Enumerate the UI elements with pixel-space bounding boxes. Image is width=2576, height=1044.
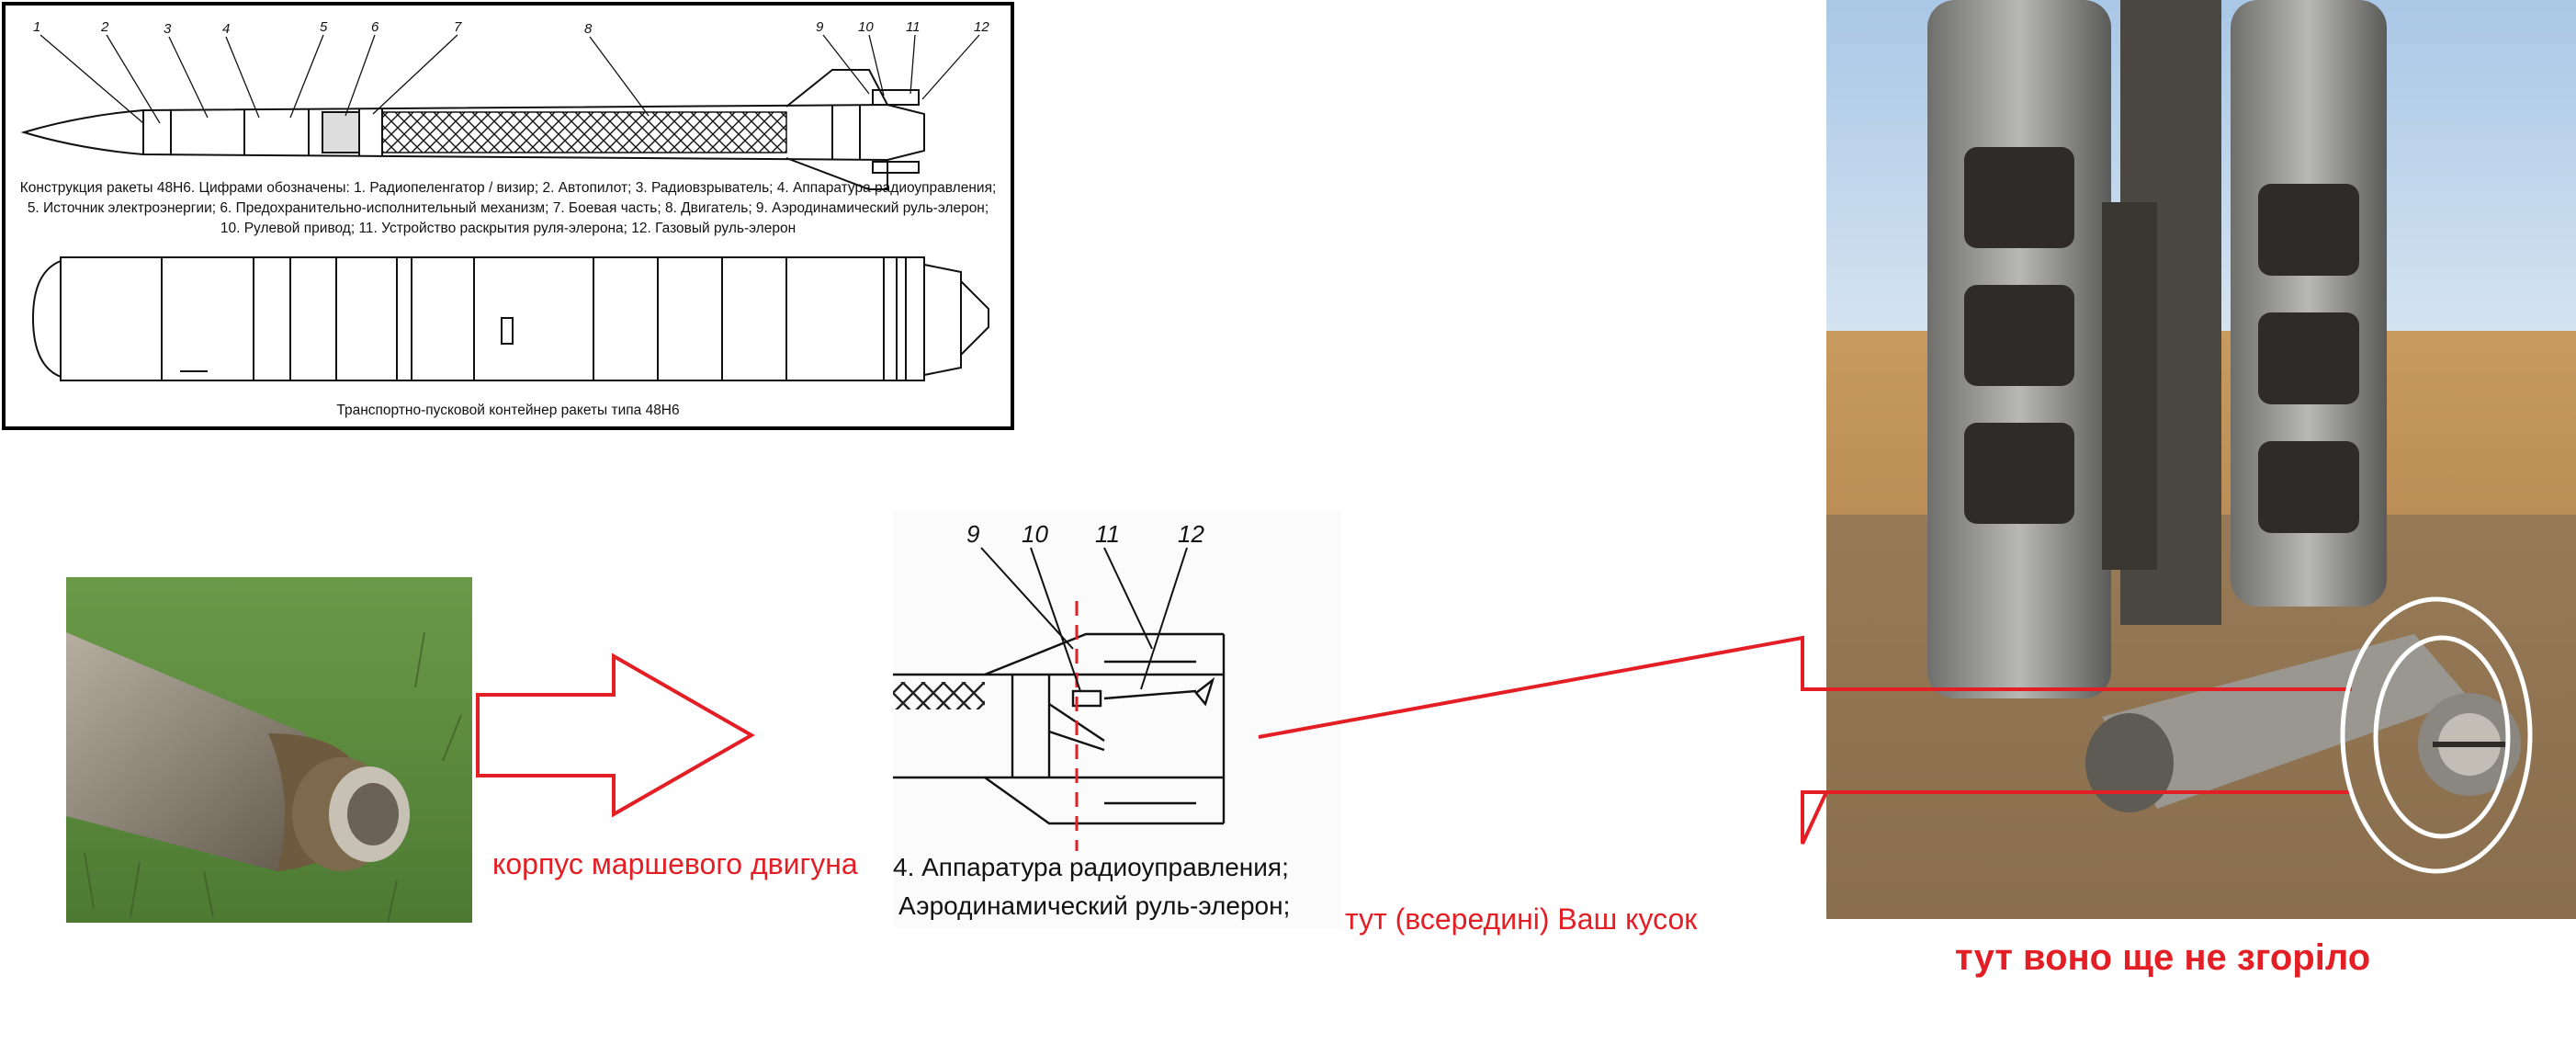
schematic-caption: Конструкция ракеты 48Н6. Цифрами обознач… [15, 178, 1001, 239]
missile-drawings: 1 2 3 4 5 6 7 8 9 10 11 12 [20, 19, 989, 381]
launcher-photo [1826, 0, 2576, 919]
engine-casing-label: корпус маршевого двигуна [492, 847, 858, 880]
part-number-5: 5 [320, 19, 328, 35]
part-number-8: 8 [584, 21, 593, 37]
part-number-7: 7 [454, 19, 462, 35]
inside-piece-label: тут (всередині) Ваш кусок [1345, 902, 1698, 936]
zoomed-tail-image: 9 10 11 12 [893, 520, 1226, 851]
part-number-12: 12 [974, 19, 989, 35]
arrow-right [476, 652, 756, 818]
zoom-part-12: 12 [1178, 520, 1204, 548]
part-number-3: 3 [164, 21, 172, 37]
zoom-part-10: 10 [1022, 520, 1048, 548]
engine-casing-image [66, 577, 472, 923]
caption-line-2: 5. Источник электроэнергии; 6. Предохран… [27, 200, 989, 216]
container-caption: Транспортно-пусковой контейнер ракеты ти… [336, 403, 680, 418]
engine-casing-photo [66, 577, 472, 923]
part-number-10: 10 [858, 19, 874, 35]
zoomed-tail-drawing: 9 10 11 12 4. Аппаратура радиоуправления… [893, 511, 1341, 928]
caption-line-3: 10. Рулевой привод; 11. Устройство раскр… [220, 221, 797, 236]
zoom-part-11: 11 [1095, 520, 1120, 548]
launch-container-drawing [31, 256, 989, 381]
part-number-2: 2 [100, 19, 109, 35]
arrow-left [1258, 635, 1830, 845]
part-number-4: 4 [222, 21, 230, 37]
part-number-6: 6 [371, 19, 379, 35]
missile-schematic-panel: 1 2 3 4 5 6 7 8 9 10 11 12 [2, 2, 1014, 430]
not-burned-label: тут воно ще не згоріло [1955, 937, 2371, 978]
part-number-9: 9 [816, 19, 824, 35]
zoom-text-line-1: 4. Аппаратура радиоуправления; [893, 853, 1289, 881]
part-number-1: 1 [33, 19, 40, 35]
launcher-image [1826, 0, 2576, 919]
part-number-11: 11 [906, 19, 921, 35]
caption-line-1: Конструкция ракеты 48Н6. Цифрами обознач… [19, 180, 997, 196]
leader-lines [40, 34, 980, 124]
motor-lattice [381, 111, 787, 153]
zoom-part-9: 9 [966, 520, 979, 548]
zoom-text-line-2: Аэродинамический руль-элерон; [898, 891, 1291, 920]
